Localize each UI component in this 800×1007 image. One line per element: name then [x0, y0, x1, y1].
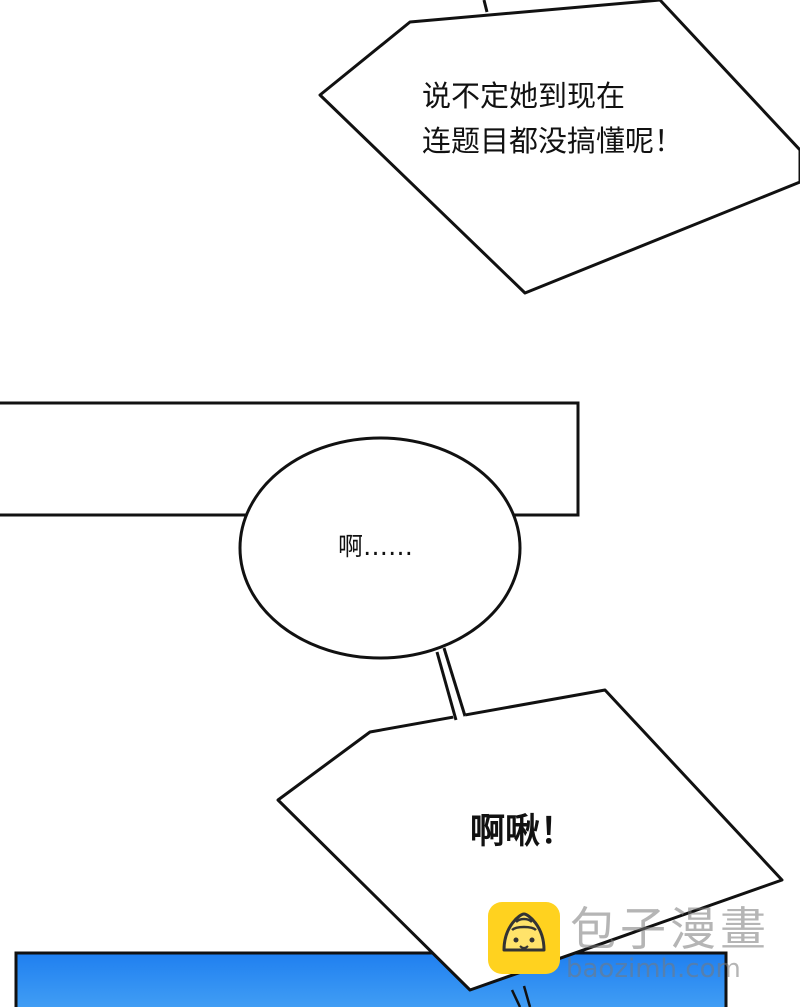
watermark-url: baozimh.com [566, 954, 741, 984]
bubble-connector [435, 647, 467, 721]
speech-line: 连题目都没搞懂呢！ [422, 124, 684, 158]
watermark: 包子漫畫 baozimh.com [486, 900, 786, 990]
watermark-title: 包子漫畫 [570, 902, 770, 956]
watermark-logo-icon [488, 902, 560, 974]
blue-panel [14, 951, 728, 1007]
speech-bubble-bottom-text: 啊啾！ [470, 812, 576, 852]
speech-bubble-oval-text: 啊…… [338, 532, 414, 561]
speech-line: 说不定她到现在 [422, 79, 626, 113]
speech-bubble-top-text: 说不定她到现在 连题目都没搞懂呢！ [422, 74, 683, 164]
speech-bubble-oval [238, 436, 522, 660]
speech-bubble-bottom [276, 688, 784, 1007]
speech-bubble-top [318, 0, 800, 295]
